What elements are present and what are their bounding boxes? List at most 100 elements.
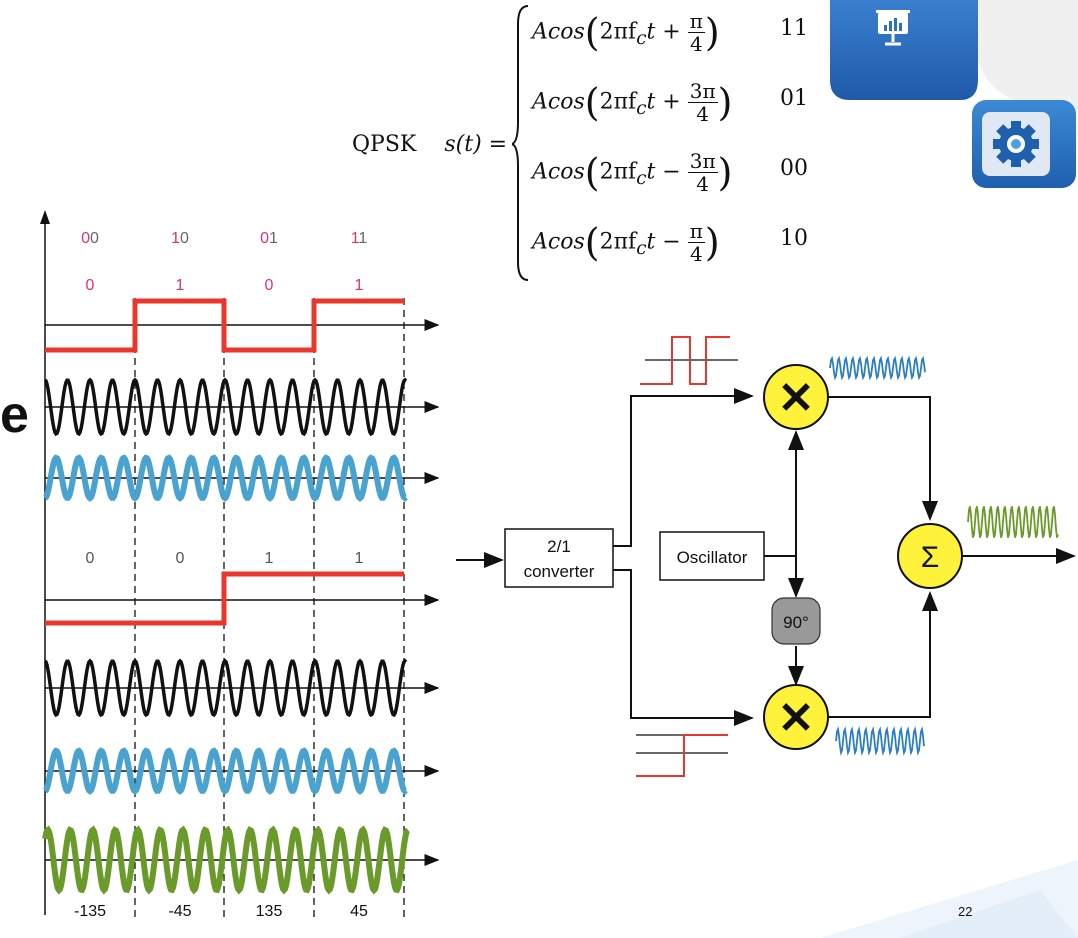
modulation-name: QPSK <box>352 132 417 157</box>
case-2-sub: c <box>636 97 647 119</box>
lower-mixer: ✕ <box>763 684 829 750</box>
equation-lhs: QPSK s(t) = <box>352 132 507 157</box>
svg-text:11: 11 <box>351 230 368 247</box>
phase-shift-block: 90° <box>771 597 821 645</box>
case-1-sub: c <box>636 27 647 49</box>
upper-mixer-to-sum <box>828 396 938 521</box>
i-input-signal-sketch <box>640 336 738 385</box>
dibit-3-second: 1 <box>269 230 278 247</box>
converter-label-1: 2/1 <box>547 537 571 556</box>
case-3-amp: Acos <box>532 159 585 185</box>
case-2-num: 3π <box>687 79 718 103</box>
case-2-arg: 2πf <box>599 89 637 115</box>
i-modulated-wave <box>43 454 408 502</box>
q-bit-1: 0 <box>86 550 95 567</box>
dibit-1-second: 0 <box>90 230 99 247</box>
case-4-bits: 10 <box>780 226 808 251</box>
case-3-sub: c <box>636 167 647 189</box>
i-bit-3: 0 <box>265 277 274 294</box>
case-4-num: π <box>687 219 705 243</box>
case-1-t: t <box>646 19 656 45</box>
multiply-icon: ✕ <box>778 694 815 743</box>
summation-block: Σ <box>897 523 963 589</box>
vertical-axis-arrow-icon <box>40 210 50 224</box>
dibit-4-first: 1 <box>351 230 360 247</box>
i-carrier-wave <box>43 377 408 437</box>
qpsk-output-wave <box>42 825 410 895</box>
qpsk-modulator-block-diagram: 2/1 converter Oscillator <box>456 336 1076 777</box>
case-2-amp: Acos <box>532 89 585 115</box>
q-carrier-wave <box>43 658 408 718</box>
symbol-dividers <box>134 298 405 918</box>
equation-lhs-expression: s(t) = <box>444 132 508 157</box>
converter-block: 2/1 converter <box>504 528 614 588</box>
case-3-t: t <box>646 159 656 185</box>
q-bitstream-waveform <box>45 571 404 626</box>
i-bit-1: 0 <box>86 277 95 294</box>
case-4-den: 4 <box>689 242 703 266</box>
piecewise-brace <box>512 5 529 281</box>
case-4-amp: Acos <box>532 229 585 255</box>
phase-label-4: 45 <box>350 903 368 920</box>
case-2-bits: 01 <box>780 86 808 111</box>
oscillator-label: Oscillator <box>677 548 748 567</box>
lower-modulated-sketch <box>835 726 925 756</box>
case-1-amp: Acos <box>532 19 585 45</box>
i-bitstream-waveform <box>45 298 404 353</box>
case-3-bits: 00 <box>780 156 808 181</box>
case-4-sign: − <box>662 229 681 255</box>
case-4-arg: 2πf <box>599 229 637 255</box>
multiply-icon: ✕ <box>778 374 815 423</box>
upper-modulated-sketch <box>829 355 926 381</box>
case-3-sign: − <box>662 159 681 185</box>
case-1-sign: + <box>662 19 681 45</box>
dibit-2-first: 1 <box>171 230 180 247</box>
case-2-t: t <box>646 89 656 115</box>
case-4-sub: c <box>636 237 647 259</box>
case-3-den: 4 <box>696 172 710 196</box>
i-bit-4: 1 <box>355 277 364 294</box>
svg-text:01: 01 <box>260 230 278 247</box>
case-2-den: 4 <box>696 102 710 126</box>
case-1-bits: 11 <box>780 16 808 41</box>
case-3-num: 3π <box>687 149 718 173</box>
dibit-3-first: 0 <box>260 230 269 247</box>
case-2-sign: + <box>662 89 681 115</box>
svg-text:10: 10 <box>171 230 189 247</box>
settings-icon-tile <box>972 100 1076 188</box>
page-number: 22 <box>958 904 972 919</box>
dibit-4-second: 1 <box>358 230 367 247</box>
qpsk-timing-diagram: 00 10 01 11 0 1 0 1 0 0 1 1 <box>40 210 440 920</box>
phase-label-1: -135 <box>74 903 106 920</box>
i-bit-2: 1 <box>176 277 185 294</box>
case-3-arg: 2πf <box>599 159 637 185</box>
case-1-den: 4 <box>689 32 703 56</box>
phase-label-2: -45 <box>168 903 191 920</box>
upper-mixer: ✕ <box>763 364 829 430</box>
dibit-2-second: 0 <box>180 230 189 247</box>
output-modulated-sketch <box>967 506 1059 538</box>
svg-text:00: 00 <box>81 230 99 247</box>
sigma-icon: Σ <box>921 541 940 574</box>
q-bit-3: 1 <box>265 550 274 567</box>
dibit-1-first: 0 <box>81 230 90 247</box>
phase-shift-label: 90° <box>783 613 809 632</box>
oscillator-block: Oscillator <box>659 531 765 581</box>
presentation-chart-icon <box>876 10 910 46</box>
slide-edge-fragment: e <box>0 386 29 444</box>
q-bit-4: 1 <box>355 550 364 567</box>
converter-label-2: converter <box>524 562 595 581</box>
q-modulated-wave <box>43 747 408 795</box>
lower-mixer-to-sum <box>828 591 938 718</box>
q-bit-2: 0 <box>176 550 185 567</box>
converter-outputs <box>613 388 754 726</box>
phase-label-3: 135 <box>256 903 283 920</box>
case-1-arg: 2πf <box>599 19 637 45</box>
presentation-icon-tile <box>830 0 1078 110</box>
